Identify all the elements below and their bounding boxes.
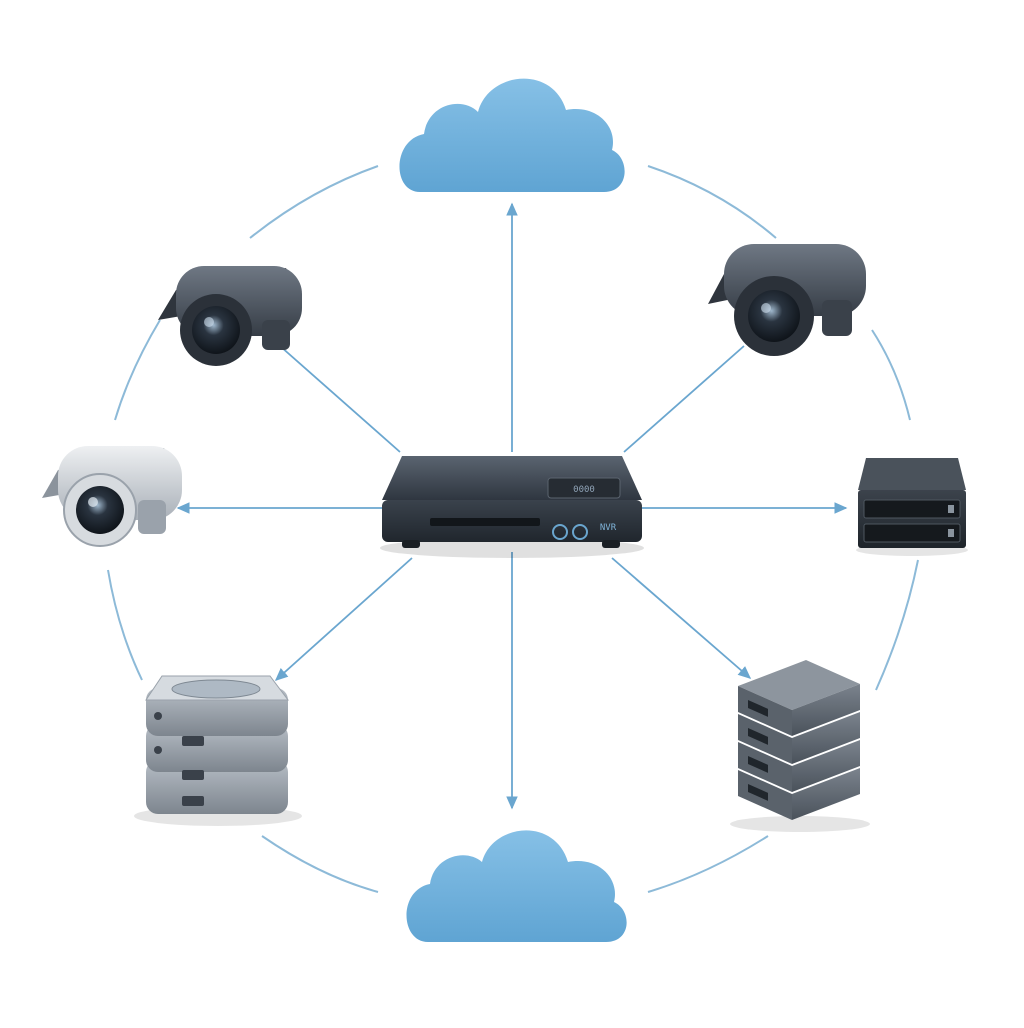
ring-arc-bottom-left — [261, 835, 379, 893]
ring-arc-right-lower — [875, 559, 919, 691]
hub-panel-text: 0000 — [573, 485, 595, 495]
storage-bay — [863, 499, 961, 519]
ring — [107, 165, 919, 893]
server-units — [738, 684, 860, 820]
storage-top — [858, 458, 966, 490]
link-hub-camera-top-right — [623, 345, 745, 453]
camera-lens-icon — [192, 306, 240, 354]
hub-port-icon — [572, 524, 588, 540]
link-hub-server-bottom-right — [611, 557, 752, 679]
cloud-icon — [406, 830, 627, 942]
hub-nvr: 0000 NVR — [380, 456, 644, 558]
camera-mount — [822, 300, 852, 336]
hub-foot — [402, 540, 420, 548]
server-unit — [792, 768, 860, 820]
server-unit — [792, 684, 860, 736]
camera-mount — [138, 500, 166, 534]
link-hub-camera-top-left — [279, 345, 401, 453]
ring-arc-right-upper — [871, 329, 911, 421]
ring-arc-left-lower — [107, 569, 143, 681]
server-bottom-right — [730, 660, 870, 832]
hub-brand-text: NVR — [600, 523, 617, 533]
server-top — [738, 660, 860, 710]
disk-layer — [146, 760, 288, 814]
cloud-top — [399, 78, 625, 192]
storage-bay — [863, 523, 961, 543]
camera-lens-icon — [748, 290, 800, 342]
ring-arc-bottom-right — [647, 835, 769, 893]
cloud-icon — [399, 78, 625, 192]
camera-mount — [262, 320, 290, 350]
storage-right — [856, 458, 968, 556]
hub-top-panel — [547, 477, 621, 499]
disk-platter-icon — [171, 679, 261, 699]
connections — [176, 202, 848, 810]
hub-port-icon — [552, 524, 568, 540]
camera-top-right — [708, 244, 866, 356]
ring-arc-top-left — [249, 165, 379, 239]
server-unit — [792, 740, 860, 792]
hub-slot — [430, 518, 540, 526]
camera-lens-icon — [76, 486, 124, 534]
hub-foot — [602, 540, 620, 548]
ring-arc-left-upper — [114, 319, 161, 421]
camera-top-left — [158, 266, 302, 366]
server-unit — [792, 712, 860, 764]
camera-left — [42, 446, 182, 547]
ring-arc-top-right — [647, 165, 777, 239]
storage-bottom-left — [134, 675, 302, 826]
link-hub-storage-bottom-left — [274, 557, 413, 681]
cloud-bottom — [406, 830, 627, 942]
